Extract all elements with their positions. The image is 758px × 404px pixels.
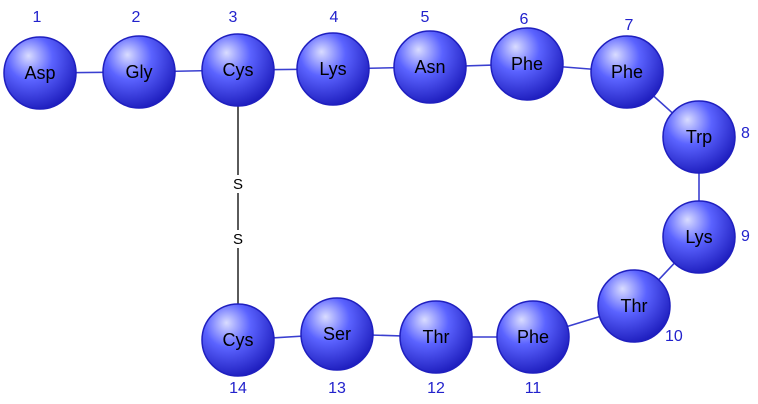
residue-name: Trp [686, 127, 712, 147]
residue-number: 10 [665, 328, 683, 345]
residue-number: 1 [33, 9, 42, 26]
residue-name: Ser [323, 324, 351, 344]
residue-number: 3 [229, 9, 238, 26]
residue-name: Gly [126, 62, 153, 82]
residue-name: Asn [414, 57, 445, 77]
residue-number: 2 [132, 9, 141, 26]
residue-bead-13: Ser [300, 297, 374, 371]
residue-sphere [300, 297, 374, 371]
sulfur-atom-bottom: S [233, 231, 243, 248]
residue-bead-5: Asn [393, 30, 467, 104]
disulfide-bridge: S S [233, 100, 243, 306]
residue-sphere [3, 36, 77, 110]
residue-sphere [399, 300, 473, 374]
residue-number: 6 [520, 11, 529, 28]
residue-name: Cys [223, 60, 254, 80]
residue-name: Thr [621, 296, 648, 316]
residue-bead-3: Cys [201, 33, 275, 107]
residue-name: Phe [511, 54, 543, 74]
residue-bead-4: Lys [296, 32, 370, 106]
residue-bead-8: Trp [662, 100, 736, 174]
residue-sphere [393, 30, 467, 104]
residue-number: 13 [328, 380, 346, 397]
residue-number: 14 [229, 380, 247, 397]
residue-sphere [662, 100, 736, 174]
residue-bead-9: Lys [662, 200, 736, 274]
residue-name: Lys [685, 227, 712, 247]
residue-bead-14: Cys [201, 303, 275, 377]
residue-bead-12: Thr [399, 300, 473, 374]
residue-name: Asp [24, 63, 55, 83]
residue-number: 4 [330, 9, 339, 26]
residue-number: 8 [741, 125, 750, 142]
residue-name: Thr [423, 327, 450, 347]
residue-sphere [201, 33, 275, 107]
residue-bead-11: Phe [496, 300, 570, 374]
residue-name: Cys [223, 330, 254, 350]
residue-number: 11 [525, 380, 542, 397]
residue-sphere [296, 32, 370, 106]
residue-sphere [597, 269, 671, 343]
sulfur-atom-top: S [233, 176, 243, 193]
residue-sphere [590, 35, 664, 109]
residue-bead-10: Thr [597, 269, 671, 343]
residue-sphere [662, 200, 736, 274]
residue-name: Phe [517, 327, 549, 347]
residue-number: 5 [421, 9, 430, 26]
residue-bead-1: Asp [3, 36, 77, 110]
residue-sphere [201, 303, 275, 377]
residue-sphere [496, 300, 570, 374]
residue-name: Phe [611, 62, 643, 82]
residue-number: 12 [427, 380, 445, 397]
residue-number: 7 [625, 17, 634, 34]
residue-bead-7: Phe [590, 35, 664, 109]
residue-number: 9 [741, 228, 750, 245]
residue-bead-2: Gly [102, 35, 176, 109]
residue-name: Lys [319, 59, 346, 79]
residue-bead-6: Phe [490, 27, 564, 101]
residue-sphere [102, 35, 176, 109]
residue-sphere [490, 27, 564, 101]
